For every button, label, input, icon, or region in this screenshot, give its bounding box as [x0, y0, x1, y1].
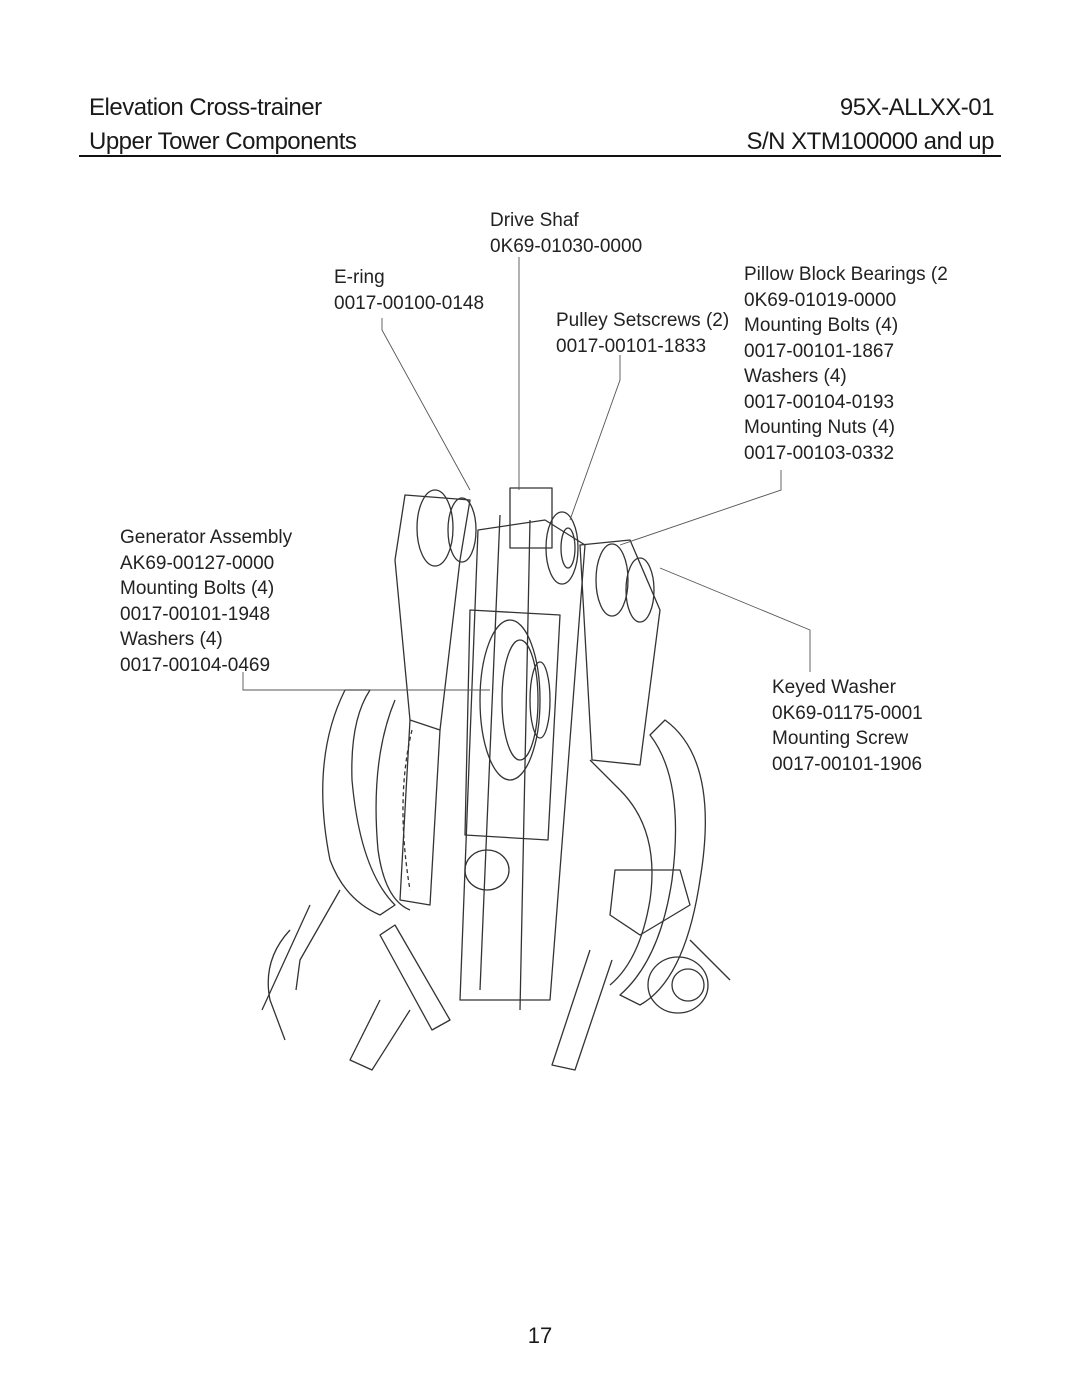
document-title: Elevation Cross-trainer	[89, 94, 322, 121]
callout-line: Pillow Block Bearings (2	[744, 264, 948, 285]
callout-line: Keyed Washer	[772, 677, 896, 698]
callout-line: 0017-00104-0193	[744, 391, 895, 413]
callout-keyed-washer: Keyed Washer 0K69-01175-0001 Mounting Sc…	[772, 675, 923, 777]
right-shroud	[619, 719, 706, 1006]
callout-line: Mounting Bolts (4)	[120, 578, 275, 599]
leader-keyed-washer	[659, 567, 811, 672]
callout-pulley-setscrews: Pulley Setscrews (2) 0017-00101-1833	[556, 308, 729, 359]
callout-drive-shaft: Drive Shaf 0K69-01030-0000	[490, 208, 642, 259]
section-title: Upper Tower Components	[89, 128, 357, 155]
generator-assembly	[394, 494, 471, 731]
header-rule	[79, 155, 1001, 157]
page-number: 17	[527, 1323, 553, 1348]
crank-arm	[609, 869, 691, 936]
callout-line: Pulley Setscrews (2)	[556, 310, 730, 331]
serial-range: S/N XTM100000 and up	[746, 128, 995, 155]
callout-line: 0017-00101-1867	[744, 340, 895, 362]
callout-line: Drive Shaf	[490, 210, 579, 231]
leader-pillow-block	[619, 470, 782, 546]
callout-line: 0017-00101-1948	[120, 603, 271, 625]
callout-line: Washers (4)	[744, 366, 847, 387]
callout-pillow-block: Pillow Block Bearings (2 0K69-01019-0000…	[744, 262, 948, 466]
callout-line: AK69-00127-0000	[120, 552, 275, 574]
callout-line: Mounting Nuts (4)	[744, 417, 896, 438]
callout-line: Generator Assembly	[120, 527, 293, 548]
left-shroud	[322, 689, 396, 916]
callout-line: 0K69-01030-0000	[490, 235, 643, 257]
leader-e-ring	[381, 318, 471, 491]
drive-pulley	[479, 619, 541, 781]
leader-generator	[242, 672, 490, 691]
callout-line: Mounting Screw	[772, 728, 909, 749]
callout-line: 0K69-01019-0000	[744, 289, 897, 311]
callout-line: 0017-00101-1906	[772, 753, 923, 775]
callout-line: 0017-00101-1833	[556, 335, 707, 357]
model-number: 95X-ALLXX-01	[839, 94, 995, 121]
callout-line: E-ring	[334, 267, 385, 288]
callout-generator-assembly: Generator Assembly AK69-00127-0000 Mount…	[120, 525, 292, 678]
callout-line: 0K69-01175-0001	[772, 702, 923, 724]
left-rail	[267, 929, 291, 1041]
callout-e-ring: E-ring 0017-00100-0148	[334, 265, 484, 316]
callout-line: 0017-00100-0148	[334, 292, 485, 314]
leader-pulley-setscrews	[569, 355, 621, 521]
drive-shaft-pulley	[545, 511, 579, 585]
callout-line: Mounting Bolts (4)	[744, 315, 899, 336]
tower-body	[459, 519, 586, 1001]
callout-line: Washers (4)	[120, 629, 223, 650]
callout-line: 0017-00104-0469	[120, 654, 271, 676]
pillow-block-assembly	[579, 539, 661, 766]
callout-line: 0017-00103-0332	[744, 442, 895, 464]
